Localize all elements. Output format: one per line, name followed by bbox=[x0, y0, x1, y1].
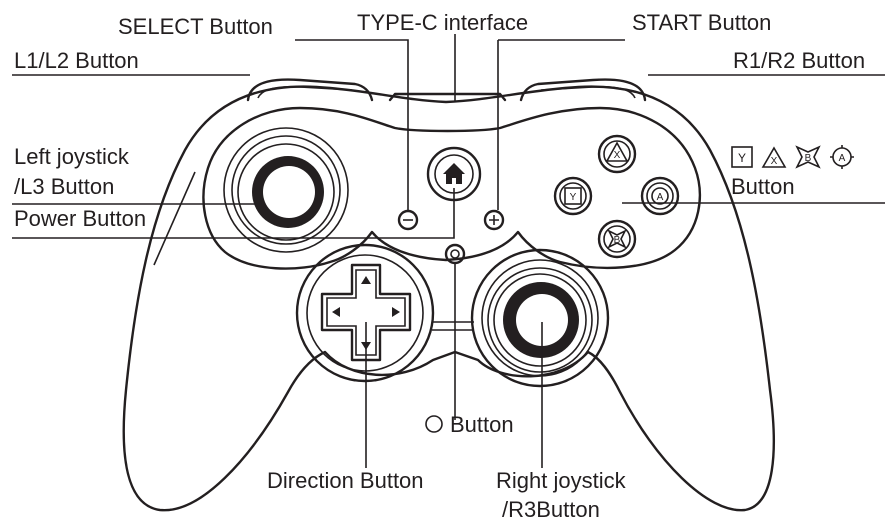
legend-b-icon: B bbox=[795, 145, 821, 169]
dpad-up-arrow bbox=[361, 276, 371, 284]
dpad-left-arrow bbox=[332, 307, 340, 317]
legend-x-icon: X bbox=[761, 146, 787, 168]
face-button-a-label: A bbox=[657, 192, 664, 203]
dpad-housing-inner bbox=[306, 254, 424, 372]
label-left-joystick: Left joystick bbox=[14, 144, 129, 169]
label-power-button: Power Button bbox=[14, 206, 147, 231]
legend-x-letter: X bbox=[771, 156, 778, 167]
legend-a-icon: A bbox=[830, 145, 854, 169]
label-typec-interface: TYPE-C interface bbox=[357, 10, 529, 35]
dpad-housing bbox=[295, 243, 435, 383]
label-r1-r2-button: R1/R2 Button bbox=[733, 48, 866, 73]
face-button-y-label: Y bbox=[570, 192, 577, 203]
o-button[interactable] bbox=[444, 243, 466, 265]
right-joystick[interactable] bbox=[487, 267, 593, 373]
right-stick-housing bbox=[470, 248, 610, 388]
face-button-a[interactable]: A bbox=[640, 176, 680, 216]
legend-y-letter: Y bbox=[738, 151, 746, 165]
face-button-b-label: B bbox=[614, 235, 621, 246]
label-r3-button: /R3Button bbox=[502, 497, 600, 522]
label-right-joystick: Right joystick bbox=[496, 468, 626, 493]
label-l1-l2-button: L1/L2 Button bbox=[14, 48, 139, 73]
legend-y-icon: Y bbox=[731, 146, 753, 168]
plus-symbol bbox=[489, 215, 499, 225]
home-icon bbox=[443, 163, 465, 184]
label-l3-button: /L3 Button bbox=[14, 174, 115, 199]
label-select-button: SELECT Button bbox=[118, 14, 273, 39]
label-direction-button: Direction Button bbox=[267, 468, 424, 493]
dpad-right-arrow bbox=[392, 307, 400, 317]
legend-b-letter: B bbox=[805, 153, 812, 164]
right-stick-housing-inner bbox=[481, 259, 599, 377]
face-button-legend-icons: Y X B A bbox=[731, 145, 854, 169]
leader-lines bbox=[12, 34, 885, 468]
label-o-button: Button bbox=[450, 412, 514, 437]
inner-panel bbox=[202, 106, 702, 270]
select-button[interactable] bbox=[397, 209, 419, 231]
start-button[interactable] bbox=[483, 209, 505, 231]
label-face-buttons: Button bbox=[731, 174, 795, 199]
legend-a-letter: A bbox=[839, 153, 846, 164]
label-start-button: START Button bbox=[632, 10, 772, 35]
face-button-x-label: X bbox=[614, 150, 621, 161]
face-button-x[interactable]: X bbox=[597, 134, 637, 174]
o-symbol-icon bbox=[425, 415, 443, 433]
face-button-b[interactable]: B bbox=[597, 219, 637, 259]
face-button-y[interactable]: Y bbox=[553, 176, 593, 216]
left-joystick[interactable] bbox=[223, 127, 349, 253]
typec-port bbox=[388, 92, 507, 102]
controller-body bbox=[122, 85, 775, 512]
